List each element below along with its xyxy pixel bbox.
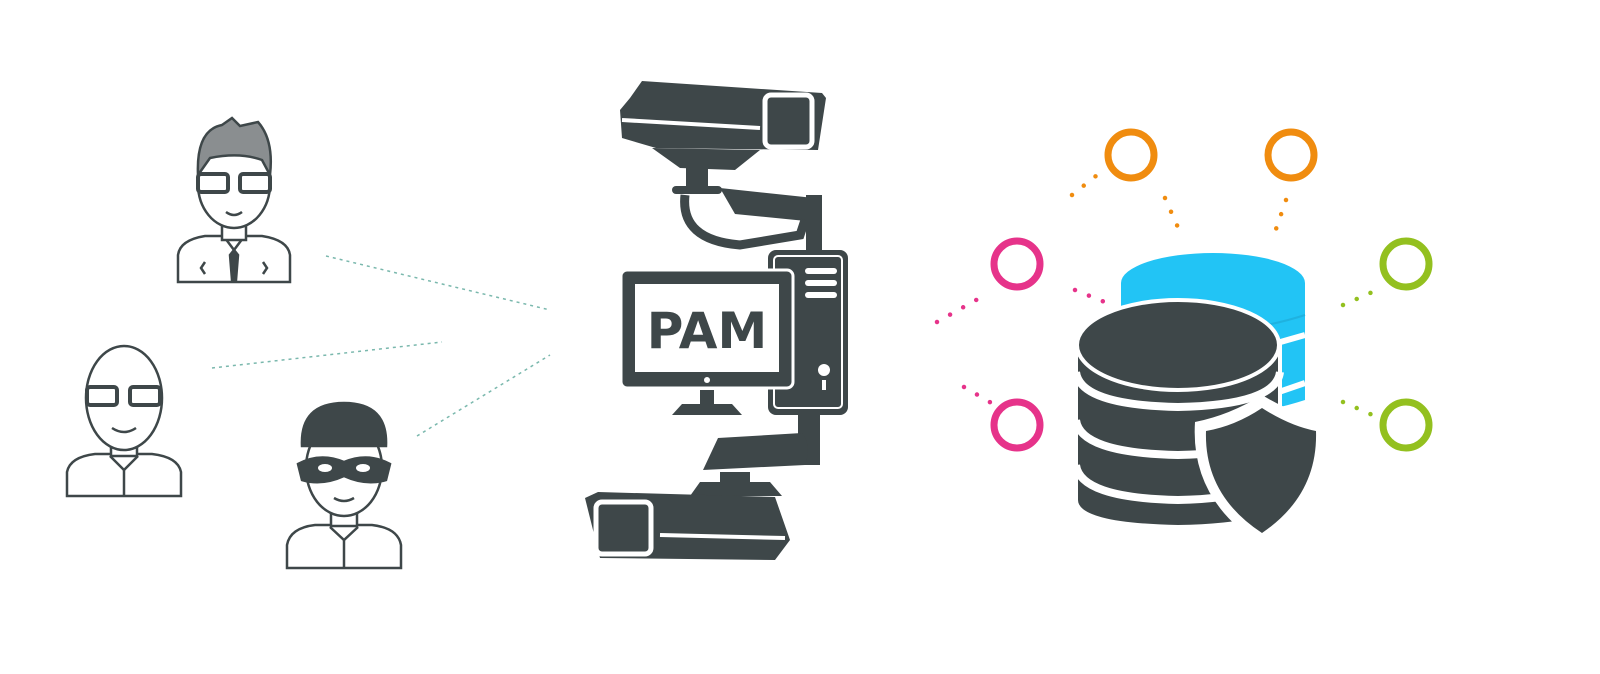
connector-user-1 <box>325 255 551 311</box>
user-icon-bald <box>65 344 183 498</box>
camera-bottom-icon <box>585 415 820 560</box>
connector-user-3 <box>416 354 551 437</box>
user-icon-attacker <box>285 401 403 570</box>
node-pink-1 <box>990 237 1044 291</box>
node-green-1 <box>1379 237 1433 291</box>
camera-top-icon <box>620 81 826 250</box>
shield-icon <box>1194 395 1329 545</box>
pam-surveillance-icon: PAM <box>585 81 848 560</box>
monitor-icon: PAM <box>619 268 795 415</box>
pam-label: PAM <box>647 302 768 360</box>
user-connectors <box>211 255 551 437</box>
node-pink-2 <box>990 398 1044 452</box>
user-icon-manager <box>176 116 292 284</box>
node-orange-2 <box>1264 128 1318 182</box>
node-orange-1 <box>1104 128 1158 182</box>
database-network <box>934 128 1433 545</box>
node-green-2 <box>1379 398 1433 452</box>
connector-user-2 <box>211 341 443 369</box>
